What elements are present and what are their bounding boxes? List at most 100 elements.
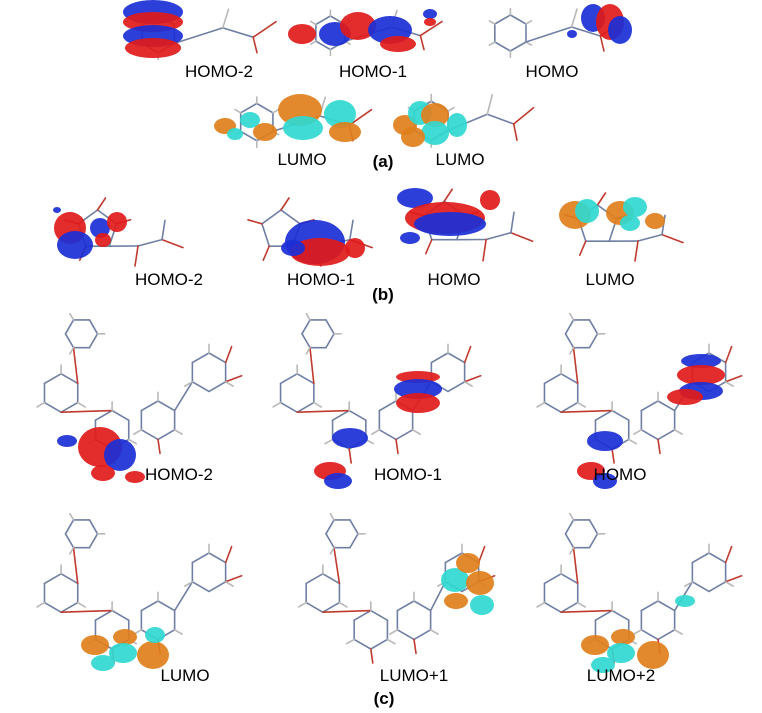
- bond-line: [395, 429, 414, 441]
- c-homo-2-label: HOMO-2: [145, 465, 213, 484]
- bond-line: [486, 113, 515, 125]
- bond-line: [488, 41, 496, 46]
- negative-phase-lobe: [90, 218, 110, 238]
- bond-line: [570, 8, 578, 28]
- bond-line: [640, 429, 659, 441]
- bond-line: [657, 400, 676, 412]
- negative-phase-lobe: [332, 428, 368, 448]
- bond-line: [161, 238, 184, 249]
- bond-line: [305, 601, 324, 613]
- negative-phase-lobe: [57, 435, 77, 447]
- bond-line: [222, 27, 254, 39]
- bond-line: [173, 581, 194, 612]
- bond-line: [157, 438, 161, 455]
- positive-phase-lobe: [380, 36, 416, 52]
- c-homo-orbital-plot: [536, 312, 743, 489]
- bond-line: [691, 581, 710, 593]
- bond-line: [140, 429, 159, 441]
- panel-label-c: (c): [373, 689, 395, 708]
- bond-line: [272, 108, 280, 114]
- negative-phase-lobe: [567, 30, 577, 38]
- a-homo-label: HOMO: [525, 62, 579, 81]
- a-homo-1-label: HOMO-1: [339, 62, 407, 81]
- bond-line: [239, 102, 258, 114]
- bond-line: [157, 429, 176, 441]
- bond-line: [321, 609, 372, 613]
- bond-line: [252, 36, 258, 54]
- positive-phase-lobe: [290, 238, 350, 266]
- bond-line: [36, 401, 46, 408]
- bond-line: [708, 552, 727, 564]
- positive-phase-lobe: [466, 571, 494, 595]
- panel-label-a: (a): [372, 152, 394, 171]
- negative-phase-lobe: [394, 379, 442, 399]
- bond-line: [349, 532, 359, 549]
- bond-line: [419, 20, 443, 37]
- bond-line: [208, 552, 227, 564]
- bond-line: [88, 519, 99, 535]
- bond-line: [296, 401, 315, 413]
- bond-line: [224, 381, 234, 387]
- bond-line: [724, 575, 743, 583]
- b-lumo-orbital-plot: [559, 192, 684, 262]
- bond-line: [564, 319, 575, 335]
- bond-line: [88, 332, 99, 349]
- a-homo-orbital-plot: [488, 4, 632, 59]
- bond-line: [494, 14, 512, 25]
- bond-line: [691, 552, 710, 564]
- positive-phase-lobe: [113, 629, 137, 645]
- bond-line: [64, 332, 75, 349]
- positive-phase-lobe: [125, 471, 145, 483]
- bond-line: [173, 429, 183, 435]
- bond-line: [560, 601, 579, 613]
- negative-phase-lobe: [53, 207, 61, 213]
- bond-line: [64, 532, 75, 549]
- positive-phase-lobe: [81, 635, 109, 655]
- bond-line: [396, 600, 415, 612]
- bond-line: [724, 545, 733, 564]
- b-homo-2-orbital-plot: [53, 197, 184, 267]
- bond-line: [296, 409, 350, 413]
- bond-line: [313, 401, 323, 408]
- bond-line: [536, 401, 546, 408]
- negative-phase-lobe: [591, 657, 615, 673]
- negative-phase-lobe: [421, 121, 449, 145]
- bond-line: [488, 20, 496, 25]
- bond-line: [43, 601, 62, 613]
- bond-line: [325, 319, 335, 335]
- bond-line: [512, 123, 518, 142]
- bond-line: [673, 429, 683, 435]
- a-lumo-1-orbital-plot: [214, 94, 373, 149]
- bond-line: [395, 438, 399, 455]
- bond-line: [640, 629, 659, 641]
- bond-line: [386, 638, 396, 645]
- bond-line: [637, 233, 663, 242]
- bond-line: [724, 381, 734, 387]
- bond-line: [419, 34, 425, 51]
- bond-line: [509, 14, 527, 25]
- negative-phase-lobe: [575, 199, 599, 223]
- bond-line: [543, 401, 562, 413]
- bond-line: [430, 352, 449, 364]
- bond-line: [724, 581, 734, 587]
- bond-line: [315, 40, 332, 51]
- bond-line: [321, 573, 341, 585]
- molecule-skeleton: [36, 512, 243, 664]
- positive-phase-lobe: [667, 389, 703, 405]
- bond-line: [329, 512, 335, 521]
- bond-line: [261, 223, 271, 247]
- bond-line: [234, 108, 242, 114]
- bond-line: [329, 546, 335, 555]
- a-lumo-2-label: LUMO: [435, 150, 485, 169]
- bond-line: [564, 519, 575, 535]
- bond-line: [525, 20, 533, 25]
- c-lumo+1-orbital-plot: [297, 512, 496, 664]
- bond-line: [137, 238, 163, 247]
- a-homo-1-orbital-plot: [288, 9, 443, 57]
- bond-line: [444, 552, 463, 564]
- bond-line: [370, 648, 374, 664]
- bond-line: [512, 106, 535, 125]
- bond-line: [588, 332, 599, 349]
- a-homo-2-orbital-plot: [123, 0, 277, 61]
- bond-line: [640, 400, 659, 412]
